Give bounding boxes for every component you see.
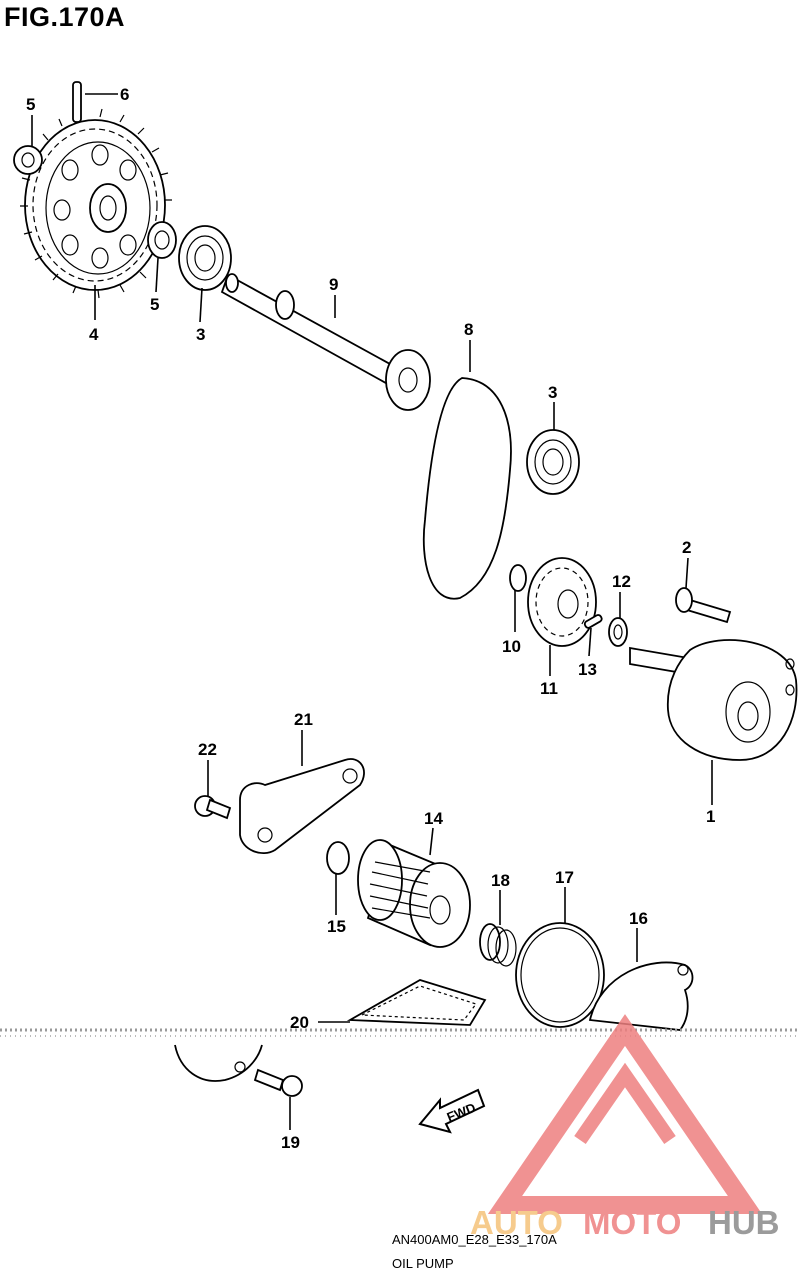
part-pump-sprocket [527,557,597,647]
part-crankcase-fragment [174,1044,263,1082]
callout-5: 5 [150,295,159,314]
callout-3-lower: 3 [548,383,557,402]
callout-9: 9 [329,275,338,294]
callout-3-upper: 3 [196,325,205,344]
part-filter-cap [588,961,694,1031]
part-o-ring-large [515,922,605,1028]
callout-8: 8 [464,320,473,339]
part-oil-pump-assembly [629,639,798,761]
part-washer [147,221,177,259]
callout-18: 18 [491,871,510,890]
part-drive-chain [422,377,512,600]
figure-title: FIG.170A [4,2,126,32]
part-cover-plate [239,758,365,855]
callout-4: 4 [89,325,99,344]
part-sprocket-pin [583,614,603,629]
callout-15: 15 [327,917,346,936]
callout-12: 12 [612,572,631,591]
part-drain-bolt [253,1068,303,1097]
leader-lines [31,93,713,1130]
figure-name: OIL PUMP [392,1256,454,1271]
part-oil-filter [357,839,471,948]
callout-labels: 6 5 4 5 3 9 8 3 2 12 10 13 11 1 22 21 14… [26,85,715,1152]
callout-16: 16 [629,909,648,928]
part-nut [13,145,43,175]
part-pump-bolt [675,587,732,624]
part-pump-shaft [220,273,431,411]
callout-6: 5 [26,95,35,114]
figure-code: AN400AM0_E28_E33_170A [392,1232,557,1247]
part-bearing-upper [178,225,232,291]
watermark-logo: AUTO MOTO HUB [470,1014,780,1241]
callout-17: 17 [555,868,574,887]
callout-7: 6 [120,85,129,104]
callout-2: 2 [682,538,691,557]
watermark-text-moto: MOTO [583,1204,681,1241]
watermark-text-auto: AUTO [470,1204,563,1241]
part-bearing-lower [526,429,580,495]
callout-19: 19 [281,1133,300,1152]
part-pin [72,81,82,123]
part-oil-strainer [346,979,487,1026]
part-thrust-washer [608,617,628,647]
callout-22: 22 [198,740,217,759]
part-driven-gear [20,108,172,299]
part-filter-spring [479,923,517,967]
callout-13: 13 [578,660,597,679]
callout-10: 10 [502,637,521,656]
callout-14: 14 [424,809,443,828]
callout-21: 21 [294,710,313,729]
callout-20: 20 [290,1013,309,1032]
callout-11: 11 [540,679,558,698]
break-line [0,1028,800,1037]
part-circlip [509,564,527,592]
callout-1: 1 [706,807,715,826]
forward-direction-arrow: FWD [418,1088,486,1134]
part-cover-bolt-22 [194,795,232,820]
watermark-text-hub: HUB [708,1204,780,1241]
part-o-ring-small [326,841,350,875]
